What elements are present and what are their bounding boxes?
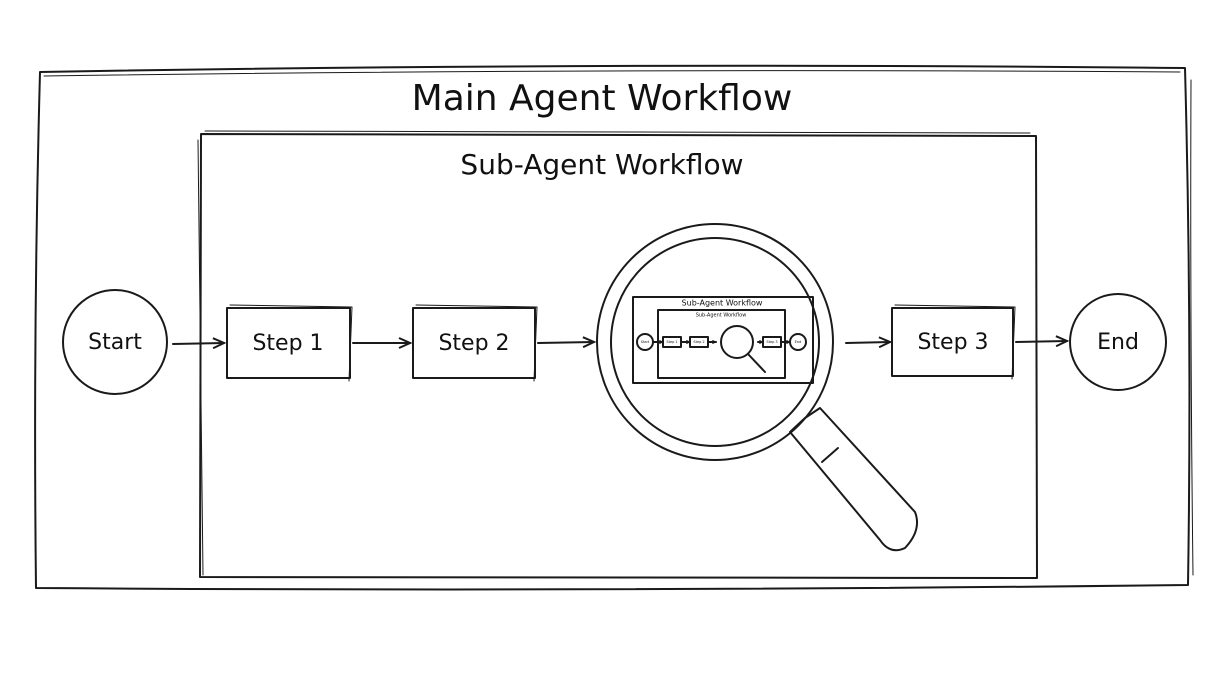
recursive-mini-diagram: Sub-Agent Workflow Sub-Agent Workflow St… — [632, 296, 814, 384]
sub-agent-workflow-box — [197, 130, 1038, 579]
mini-end: End — [795, 340, 802, 344]
end-label: End — [1097, 330, 1139, 355]
arrow-start-step1 — [172, 343, 224, 344]
magnifying-glass-icon: Sub-Agent Workflow Sub-Agent Workflow St… — [596, 223, 918, 552]
sub-agent-workflow-title: Sub-Agent Workflow — [460, 148, 743, 181]
mini-title: Sub-Agent Workflow — [682, 299, 763, 308]
arrow-step2-magnifier — [537, 342, 594, 343]
mini-step3: Step 3 — [766, 340, 777, 344]
mini-start: Start — [641, 340, 650, 344]
mini-sub-title: Sub-Agent Workflow — [696, 313, 747, 319]
end-node: End — [1069, 293, 1167, 391]
arrow-magnifier-step3 — [845, 342, 890, 343]
main-workflow-box — [34, 64, 1194, 591]
step2-node: Step 2 — [412, 304, 538, 382]
step1-label: Step 1 — [252, 331, 323, 356]
mini-step1: Step 1 — [666, 340, 677, 344]
step2-label: Step 2 — [438, 331, 509, 356]
mini-step2: Step 2 — [693, 340, 704, 344]
step3-node: Step 3 — [891, 304, 1016, 380]
step3-label: Step 3 — [917, 330, 988, 355]
main-workflow-title: Main Agent Workflow — [412, 78, 793, 119]
start-label: Start — [88, 330, 142, 355]
step1-node: Step 1 — [226, 304, 353, 382]
start-node: Start — [62, 289, 168, 395]
arrow-step3-end — [1015, 341, 1067, 342]
